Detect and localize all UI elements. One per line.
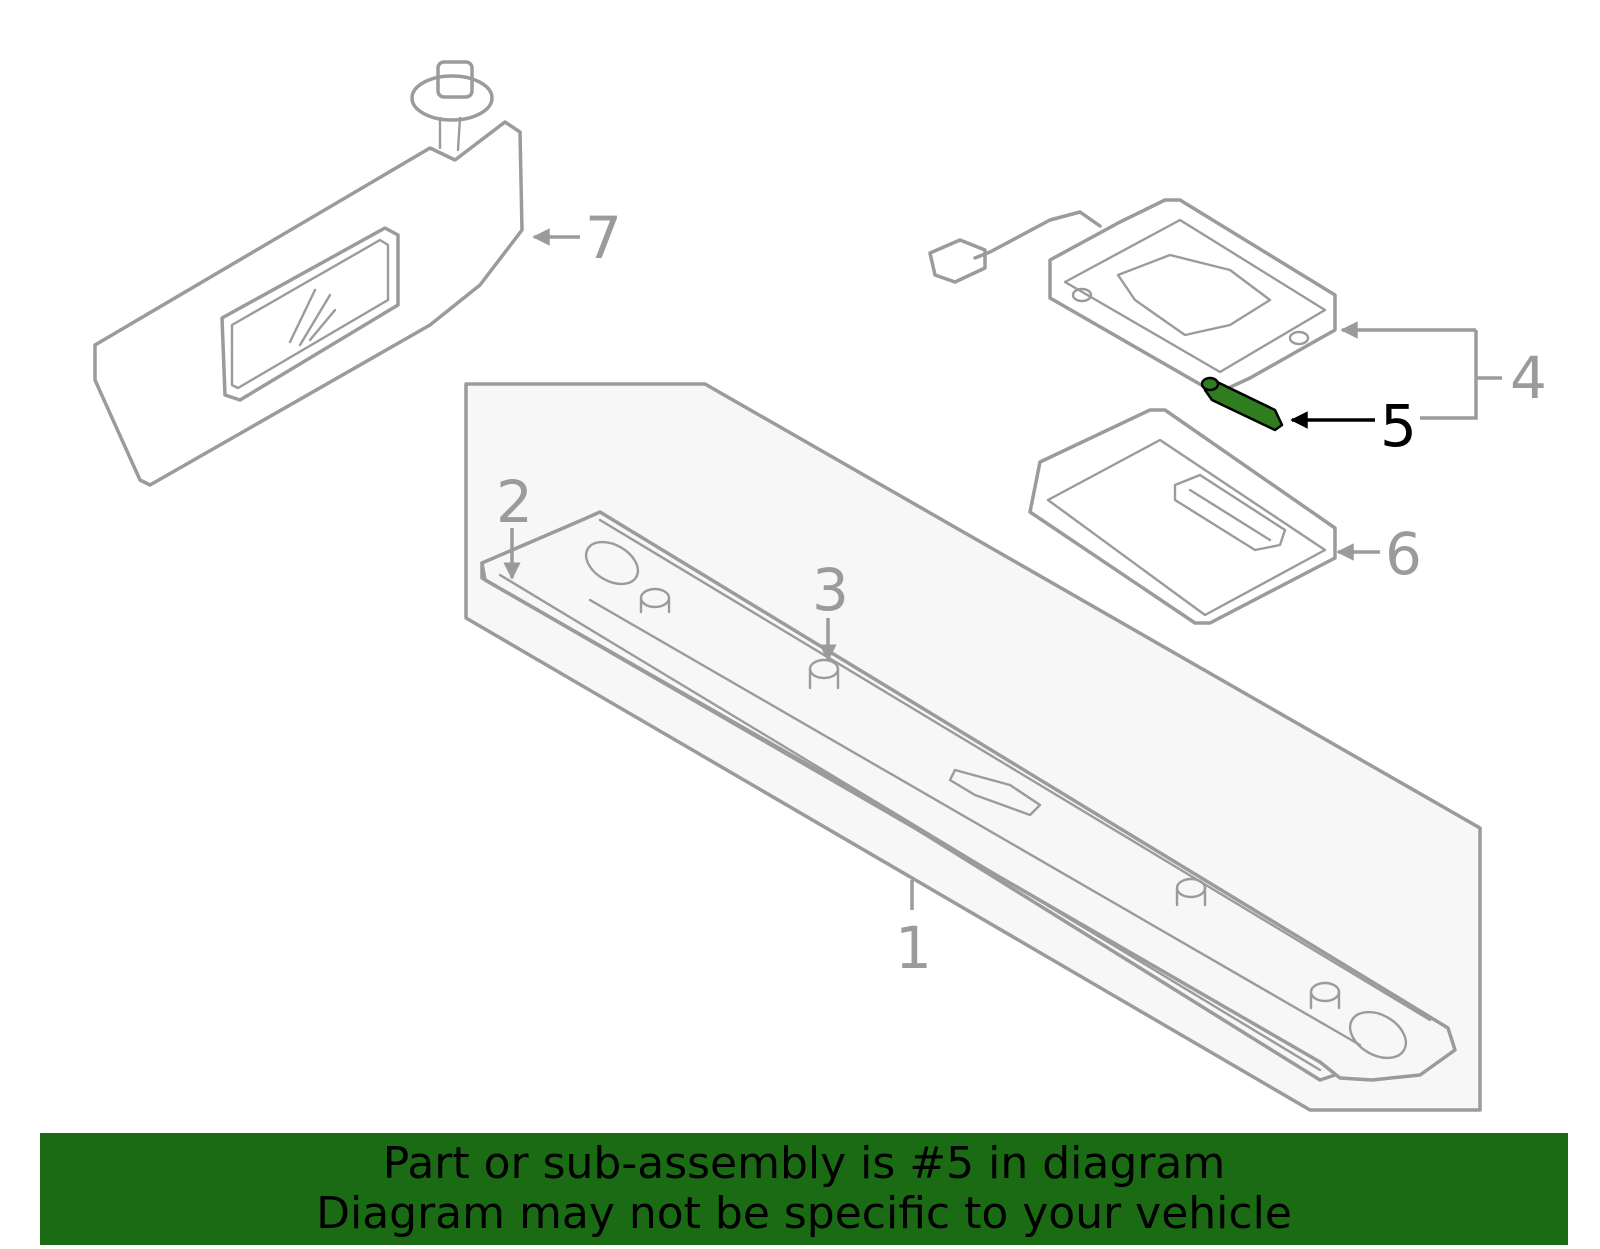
callout-1: 1 [895, 914, 932, 982]
callout-labels: 1 2 3 4 5 6 7 [496, 204, 1547, 982]
callout-6: 6 [1385, 520, 1422, 588]
callout-3: 3 [812, 556, 849, 624]
bulb[interactable] [1200, 376, 1284, 432]
callout-7-label: 7 [585, 204, 622, 272]
dome-lamp-housing[interactable] [928, 198, 1337, 394]
headliner-panel[interactable] [464, 382, 1482, 1112]
callout-leaders [503, 228, 1502, 910]
banner-line-1: Part or sub-assembly is #5 in diagram [382, 1138, 1226, 1189]
banner-line-2: Diagram may not be specific to your vehi… [316, 1188, 1292, 1239]
callout-5: 5 [1380, 392, 1417, 460]
sun-visor[interactable] [93, 60, 524, 487]
callout-2: 2 [496, 468, 533, 536]
lens[interactable] [1028, 408, 1337, 625]
callout-4: 4 [1510, 344, 1547, 412]
info-banner: Part or sub-assembly is #5 in diagram Di… [40, 1133, 1568, 1245]
